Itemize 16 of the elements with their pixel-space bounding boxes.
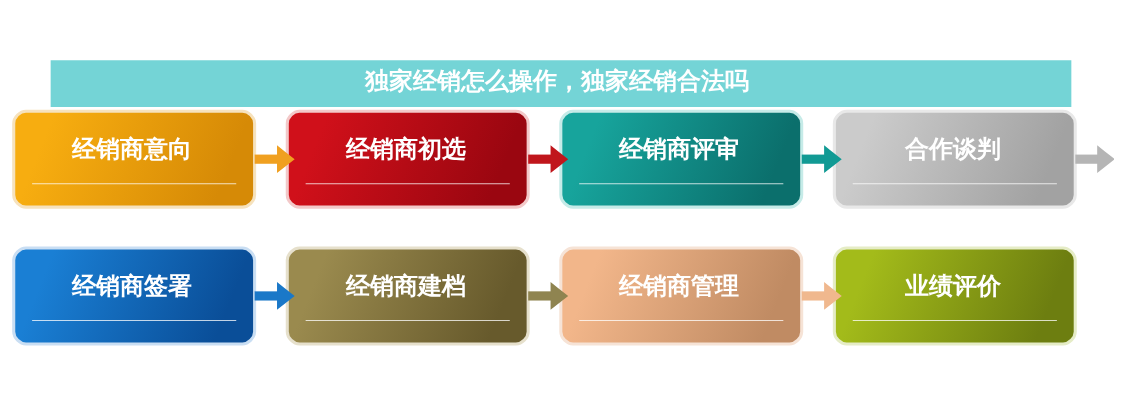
arrow [254, 282, 295, 310]
node-box: 经销商建档 [285, 246, 530, 346]
arrow [254, 145, 295, 174]
node-box: 业绩评价 [832, 246, 1077, 346]
node-box: 经销商签署 [12, 246, 257, 346]
diagram-title: 独家经销怎么操作，独家经销合法吗 [364, 65, 749, 95]
node-box: 经销商意向 [12, 109, 257, 209]
arrow [801, 145, 842, 174]
node-box: 经销商评审 [559, 109, 804, 209]
node-box: 合作谈判 [832, 109, 1077, 209]
arrow [528, 282, 569, 310]
node-box: 经销商管理 [559, 246, 804, 346]
arrow [528, 145, 569, 174]
arrow [1075, 145, 1114, 174]
node-box: 经销商初选 [285, 109, 530, 209]
arrow [801, 282, 842, 310]
